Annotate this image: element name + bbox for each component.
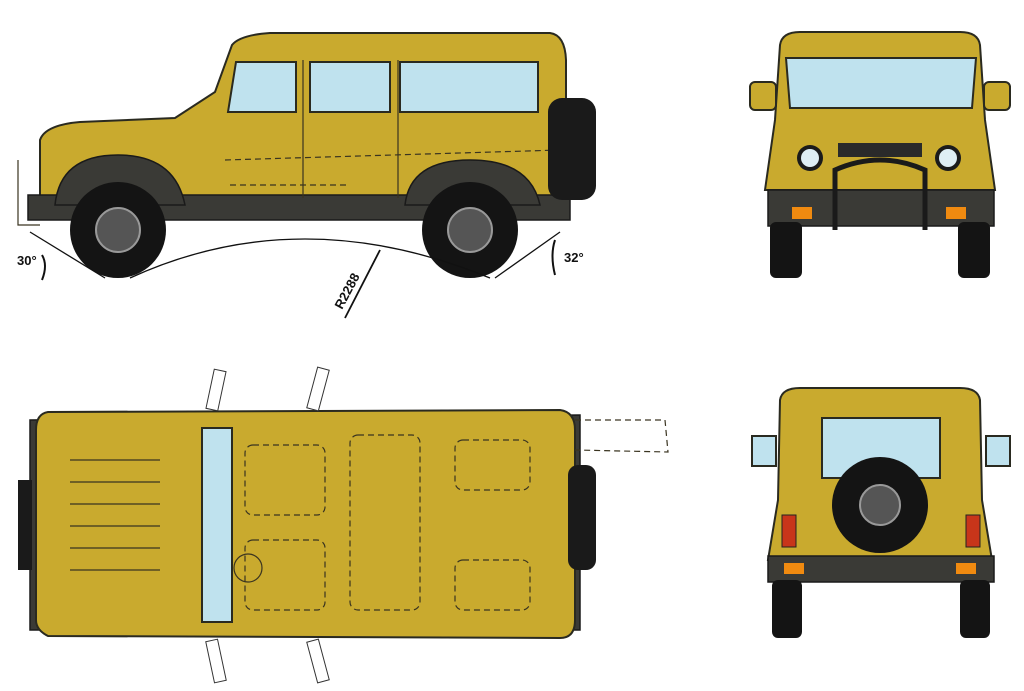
approach-angle-arrow — [41, 254, 46, 281]
open-rear-door-outline — [574, 419, 669, 453]
front-view — [749, 31, 1011, 278]
departure-angle-line — [494, 231, 561, 279]
hood-ribs — [70, 459, 160, 571]
left-indicator — [792, 207, 812, 219]
top-spare-tire — [568, 465, 596, 570]
rear-left-indicator — [784, 563, 804, 574]
left-headlight — [801, 149, 819, 167]
side-window-rear — [399, 61, 539, 113]
rear-right-tire — [960, 580, 990, 638]
rear-spare-hub — [859, 484, 901, 526]
spare-tire — [548, 98, 596, 200]
side-view: 30° 32° R2288 — [17, 32, 596, 319]
approach-angle-line — [29, 231, 106, 279]
rear-left-mirror — [751, 435, 777, 467]
front-seat-left — [244, 539, 326, 611]
departure-angle-arrow — [551, 239, 556, 276]
right-mirror — [983, 81, 1011, 111]
rear-door-open-right — [306, 366, 330, 412]
side-window-front — [226, 61, 297, 113]
left-mirror — [749, 81, 777, 111]
rear-view — [751, 387, 1011, 638]
front-wheel-hub — [95, 207, 141, 253]
front-grille — [838, 143, 922, 157]
front-left-tire — [770, 222, 802, 278]
front-door-open-left — [205, 638, 227, 684]
rear-left-tire — [772, 580, 802, 638]
steering-wheel — [233, 553, 263, 583]
side-window-middle — [309, 61, 391, 113]
right-tail-light — [965, 514, 981, 548]
front-bumper-top — [18, 480, 32, 570]
departure-angle-label: 32° — [564, 250, 584, 265]
left-tail-light — [781, 514, 797, 548]
right-indicator — [946, 207, 966, 219]
front-door-open-right — [205, 368, 227, 412]
front-wheel-arch — [54, 154, 186, 206]
top-body — [35, 408, 576, 640]
right-headlight — [939, 149, 957, 167]
approach-angle-label: 30° — [17, 253, 37, 268]
rear-right-indicator — [956, 563, 976, 574]
front-seat-right — [244, 444, 326, 516]
bull-bar — [832, 157, 928, 230]
front-bull-bar-side — [17, 160, 40, 226]
rear-wheel-hub — [447, 207, 493, 253]
rear-bench-seat — [349, 434, 421, 611]
top-view — [18, 366, 669, 684]
ramp-arc — [129, 238, 491, 279]
rear-door-open-left — [306, 638, 330, 684]
rear-right-mirror — [985, 435, 1011, 467]
front-body — [763, 31, 997, 191]
hidden-line — [224, 149, 561, 161]
top-windshield — [201, 427, 233, 623]
front-windshield — [784, 57, 978, 109]
front-right-tire — [958, 222, 990, 278]
ramp-radius-leader — [344, 249, 381, 319]
